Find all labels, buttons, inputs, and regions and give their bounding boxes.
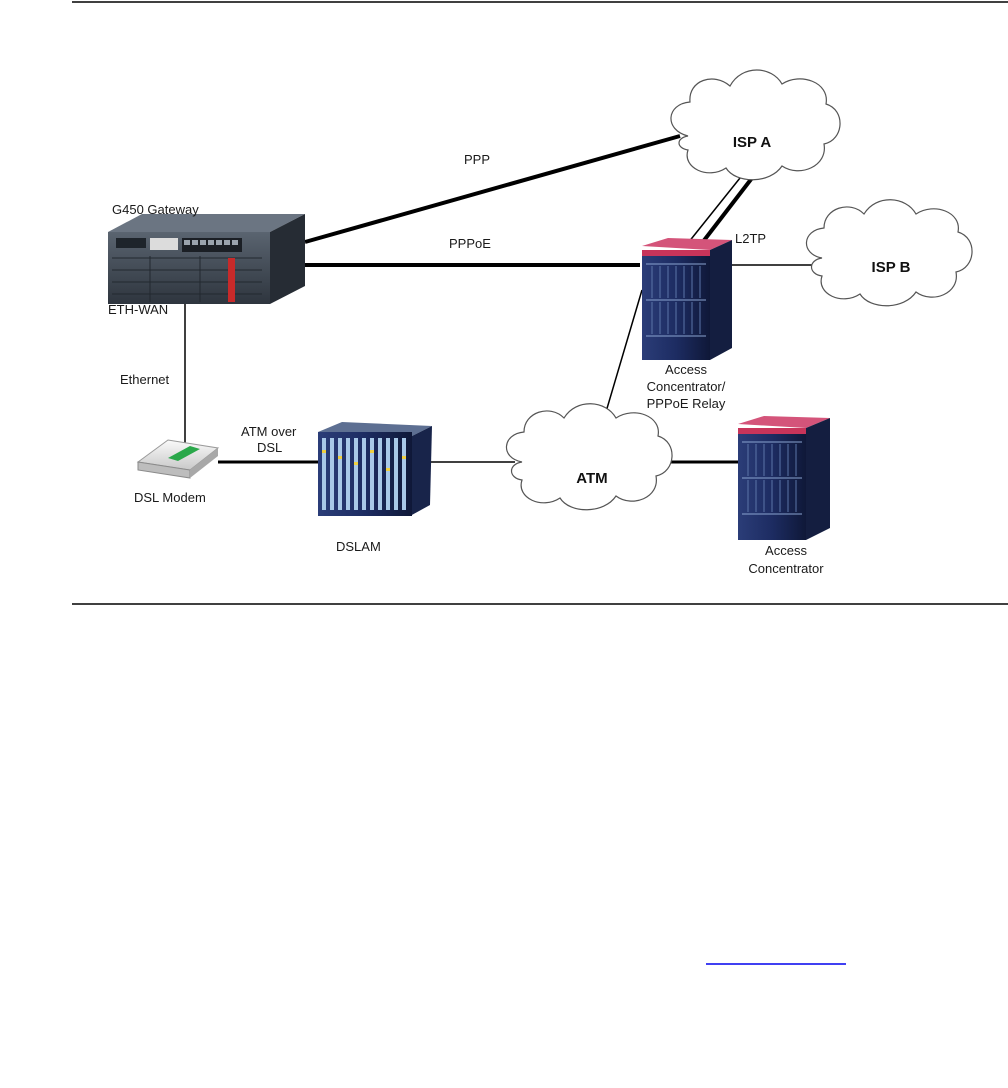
g450-gateway-icon <box>108 214 305 304</box>
dsl-modem-icon <box>136 439 220 479</box>
l2tp-label: L2TP <box>735 231 766 246</box>
access-concentrator-icon <box>738 416 830 540</box>
l2tp-tunnel-thin <box>687 177 741 244</box>
ethernet-label: Ethernet <box>120 372 170 387</box>
isp-a-cloud <box>670 69 841 181</box>
atm-over-label: ATM over <box>241 424 297 439</box>
eth-wan-label: ETH-WAN <box>108 302 168 317</box>
ppp-link <box>304 134 681 244</box>
access-concentrator-relay-label-line3: PPPoE Relay <box>647 396 726 411</box>
dslam-icon <box>318 422 432 516</box>
ppp-label: PPP <box>464 152 490 167</box>
atm-to-relay-link <box>602 289 643 423</box>
pppoe-label: PPPoE <box>449 236 491 251</box>
access-concentrator-relay-icon <box>642 238 732 360</box>
dslam-label: DSLAM <box>336 539 381 554</box>
atm-label: ATM <box>576 470 607 487</box>
dsl-label: DSL <box>257 440 282 455</box>
access-concentrator-label-line2: Concentrator <box>748 561 824 576</box>
access-concentrator-relay-label-line2: Concentrator/ <box>647 379 726 394</box>
dsl-modem-label: DSL Modem <box>134 490 206 505</box>
access-concentrator-label-line1: Access <box>765 543 807 558</box>
atm-cloud <box>505 403 673 511</box>
g450-gateway-label: G450 Gateway <box>112 202 199 217</box>
isp-b-label: ISP B <box>872 259 911 276</box>
l2tp-tunnel-thick <box>700 176 754 245</box>
isp-b-cloud <box>805 199 973 307</box>
isp-a-label: ISP A <box>733 134 772 151</box>
access-concentrator-relay-label-line1: Access <box>665 362 707 377</box>
